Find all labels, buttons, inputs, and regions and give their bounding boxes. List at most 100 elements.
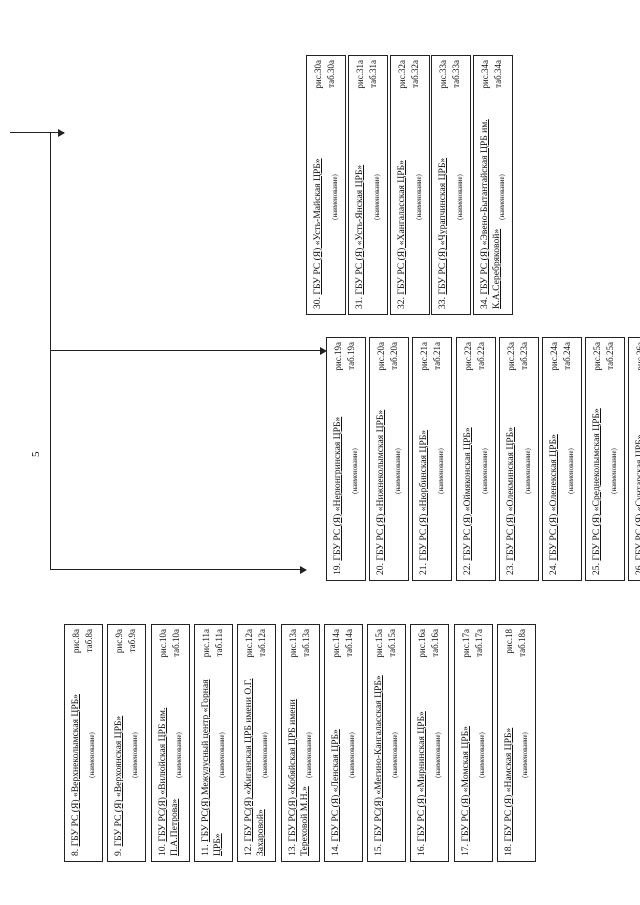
entry-title: 24. ГБУ РС (Я) «Оленекская ЦРБ» — [548, 374, 560, 575]
table-ref: таб.17а — [473, 629, 484, 657]
entry-caption: (наименование) — [395, 448, 403, 494]
entry-title: 31. ГБУ РС (Я) «Усть-Янская ЦРБ» — [354, 92, 366, 309]
entry-title: 9. ГБУ РС (Я) «Верхоянская ЦРБ» — [113, 661, 125, 856]
page-number: 5 — [30, 451, 42, 458]
figure-ref: рис.30а — [313, 60, 323, 89]
figure-ref: рис.22а — [462, 342, 473, 371]
entry-title: 14. ГБУ РС (Я) «Ленская ЦРБ» — [330, 661, 342, 856]
table-ref: таб.16а — [430, 629, 441, 657]
entry-caption: (наименование) — [611, 448, 619, 494]
entry-caption: (наименование) — [348, 732, 356, 778]
entry-number: 23. — [504, 563, 516, 575]
entry-caption: (наименование) — [522, 732, 529, 778]
entry-title: 25. ГБУ РС (Я) «Среднеколымская ЦРБ» — [591, 374, 603, 575]
table-ref: таб.11а — [213, 629, 224, 657]
entry-caption: (наименование) — [481, 448, 489, 494]
entry-caption: (наименование) — [175, 732, 183, 778]
arrow-col1-icon — [58, 129, 65, 137]
figure-ref: рис.20а — [376, 342, 387, 371]
entry-caption: (наименование) — [415, 174, 423, 220]
entry-number: 32. — [395, 297, 407, 309]
table-ref: таб.20а — [389, 342, 400, 370]
figure-ref: рис.8а — [71, 629, 81, 654]
figure-ref: рис.17а — [460, 629, 471, 658]
entry-title: 30. ГБУ РС (Я) «Усть-Майская ЦРБ» — [312, 92, 324, 309]
table-ref: таб.30а — [326, 60, 336, 88]
entry-title: 20. ГБУ РС (Я) «Нижнеколымская ЦРБ» — [375, 374, 387, 575]
entry-name: ГБУ РС (Я) «Хангаласская ЦРБ» — [395, 160, 407, 295]
entry-name: ГБУ РС (Я) «Усть-Янская ЦРБ» — [353, 164, 365, 295]
entry-caption: (наименование) — [392, 732, 400, 778]
table-ref: таб.25а — [605, 342, 616, 370]
table-ref: таб.22а — [475, 342, 486, 370]
figure-ref: рис.15а — [374, 629, 385, 658]
figure-ref: рис.21а — [419, 342, 430, 371]
entry-number: 31. — [353, 297, 365, 309]
figure-ref: рис.19а — [333, 342, 343, 371]
entry-number: 13. — [286, 844, 298, 856]
entry-caption: (наименование) — [499, 174, 507, 220]
entry-number: 14. — [329, 844, 341, 856]
figure-ref: рис.33а — [438, 60, 449, 89]
entry-title: 16. ГБУ РС (Я) «Мирнинская ЦРБ» — [416, 661, 428, 856]
figure-ref: рис.10а — [157, 629, 168, 658]
figure-ref: рис.25а — [592, 342, 603, 371]
figure-ref: рис.32а — [396, 60, 407, 89]
entry-box: 16. ГБУ РС (Я) «Мирнинская ЦРБ»(наименов… — [410, 624, 450, 862]
entry-box: 10. ГБУ РС(Я) «Вилюйская ЦРБ им. П.А.Пет… — [150, 624, 190, 862]
entry-box: 25. ГБУ РС (Я) «Среднеколымская ЦРБ» (наи… — [585, 337, 626, 581]
entry-box: 24. ГБУ РС (Я) «Оленекская ЦРБ» (наименов… — [542, 337, 582, 581]
entry-box: 8. ГБУ РС (Я) «Верхнеколымская ЦРБ» (наим… — [64, 624, 103, 862]
entry-title: 8. ГБУ РС (Я) «Верхнеколымская ЦРБ» — [70, 661, 82, 856]
entry-number: 20. — [375, 563, 387, 575]
entry-box: 31. ГБУ РС (Я) «Усть-Янская ЦРБ»(наимено… — [347, 55, 388, 315]
entry-name: ГБУ РС (Я) «Оленекская ЦРБ» — [548, 434, 559, 561]
entry-title: 19. ГБУ РС (Я) «Нерюнгринская ЦРБ» — [332, 374, 344, 575]
entry-number: 17. — [459, 844, 471, 856]
entry-name: ГБУ РС (Я) «Намская ЦРБ» — [503, 727, 514, 842]
entry-title: 22. ГБУ РС (Я) «Оймяконская ЦРБ» — [462, 374, 474, 575]
entry-name: ГБУ РС (Я) «Чурапчинская ЦРБ» — [437, 157, 449, 295]
figure-ref: рис.13а — [287, 629, 298, 658]
figure-ref: рис.34а — [480, 60, 491, 89]
entry-box: 14. ГБУ РС (Я) «Ленская ЦРБ» (наименовани… — [323, 624, 363, 862]
entry-caption: (наименование) — [305, 732, 313, 778]
entry-number: 21. — [418, 563, 430, 575]
table-ref: таб.8а — [84, 629, 94, 653]
entry-box: 22. ГБУ РС (Я) «Оймяконская ЦРБ» (наимено… — [455, 337, 496, 581]
table-ref: таб.24а — [562, 342, 572, 370]
figure-ref: рис.16а — [417, 629, 428, 658]
arrow-col3-icon — [300, 566, 307, 574]
entry-name: ГБУ РС (Я) «Верхнеколымская ЦРБ» — [70, 694, 81, 847]
entry-box: 26. ГБУ РС (Я) «Сунтарская ЦРБ»(наименов… — [628, 337, 640, 581]
entry-title: 26. ГБУ РС (Я) «Сунтарская ЦРБ» — [634, 374, 640, 575]
entry-name: ГБУ РС (Я) «Оймяконская ЦРБ» — [461, 427, 473, 561]
entry-box: 33. ГБУ РС (Я) «Чурапчинская ЦРБ»(наимен… — [431, 55, 472, 315]
entry-caption: (наименование) — [568, 448, 575, 494]
entry-caption: (наименование) — [89, 732, 96, 778]
entry-number: 11. — [199, 844, 211, 856]
entry-refs: рис.26атаб.26а — [634, 342, 640, 374]
table-ref: таб.10а — [170, 629, 181, 657]
entry-name: ГБУ РС (Я) «Олекминская ЦРБ» — [504, 427, 516, 561]
bus-line — [50, 132, 51, 570]
entry-number: 8. — [70, 848, 81, 856]
entry-number: 18. — [503, 844, 514, 856]
table-ref: таб.14а — [343, 629, 354, 657]
entry-box: 21. ГБУ РС (Я) «Нюрбинская ЦРБ»(наименов… — [412, 337, 453, 581]
figure-ref: рис.18 — [504, 629, 514, 654]
entry-number: 22. — [461, 563, 473, 575]
